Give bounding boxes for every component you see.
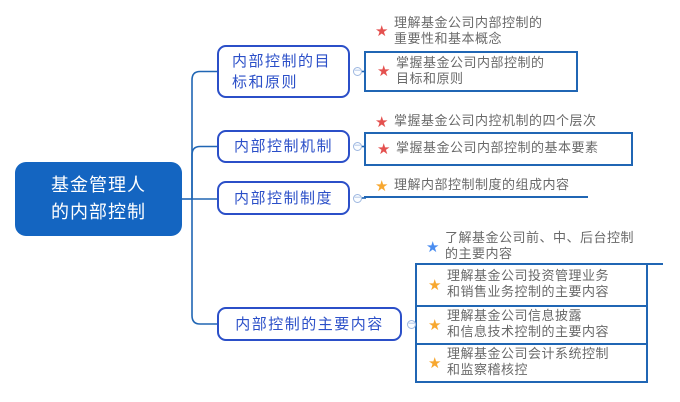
leaf-text: 理解基金公司内部控制的 重要性和基本概念 [393,15,543,47]
branch-topic-label: 内部控制制度 [233,188,333,207]
minus-icon: − [353,141,362,151]
star-icon: ★ [375,22,389,40]
minus-icon: − [353,193,362,203]
leaf-node[interactable]: ★ 理解基金公司信息披露 和信息技术控制的主要内容 [415,305,648,345]
root-topic-label: 基金管理人 的内部控制 [51,175,146,223]
star-icon: ★ [375,176,389,195]
leaf-node[interactable]: ★ 掌握基金公司内部控制的基本要素 [364,132,633,166]
star-icon: ★ [428,315,442,334]
leaf-text: 掌握基金公司内部控制的基本要素 [395,141,599,156]
branch-topic-label: 内部控制的主要内容 [235,314,384,333]
leaf-node[interactable]: ★ 理解基金公司内部控制的 重要性和基本概念 [364,12,568,53]
collapse-toggle[interactable]: − [353,142,362,151]
branch-topic-goals-principles[interactable]: 内部控制的目 标和原则 [217,45,350,98]
star-icon: ★ [377,139,391,158]
leaf-text: 理解基金公司投资管理业务 和销售业务控制的主要内容 [446,269,609,300]
leaf-text: 理解基金公司会计系统控制 和监察稽核控 [446,347,609,378]
minus-icon: − [353,66,362,76]
branch-topic-main-content[interactable]: 内部控制的主要内容 [217,307,402,341]
leaf-text: 理解基金公司信息披露 和信息技术控制的主要内容 [446,309,609,340]
leaf-node[interactable]: ★ 理解内部控制制度的组成内容 [364,176,588,198]
leaf-text: 掌握基金公司内控机制的四个层次 [393,114,597,129]
leaf-text: 掌握基金公司内部控制的 目标和原则 [395,55,545,87]
minus-icon: − [407,319,416,329]
collapse-toggle[interactable]: − [353,67,362,76]
leaf-text: 了解基金公司前、中、后台控制 的主要内容 [444,231,634,262]
collapse-toggle[interactable]: − [353,194,362,203]
star-icon: ★ [375,112,389,131]
leaf-node[interactable]: ★ 了解基金公司前、中、后台控制 的主要内容 [415,231,663,265]
branch-topic-system[interactable]: 内部控制制度 [217,181,350,215]
branch-topic-label: 内部控制的目 标和原则 [232,51,332,91]
leaf-node[interactable]: ★ 掌握基金公司内部控制的 目标和原则 [364,51,578,92]
collapse-toggle[interactable]: − [407,320,416,329]
leaf-text: 理解内部控制制度的组成内容 [393,178,570,193]
leaf-node[interactable]: ★ 理解基金公司会计系统控制 和监察稽核控 [415,343,648,383]
leaf-node[interactable]: ★ 理解基金公司投资管理业务 和销售业务控制的主要内容 [415,263,648,307]
star-icon: ★ [428,275,442,294]
root-topic-node[interactable]: 基金管理人 的内部控制 [15,162,182,236]
star-icon: ★ [426,237,440,256]
branch-topic-label: 内部控制机制 [233,137,333,155]
branch-topic-mechanism[interactable]: 内部控制机制 [217,130,350,163]
star-icon: ★ [428,353,442,372]
leaf-node[interactable]: ★ 掌握基金公司内控机制的四个层次 [364,112,628,134]
star-icon: ★ [377,62,391,80]
